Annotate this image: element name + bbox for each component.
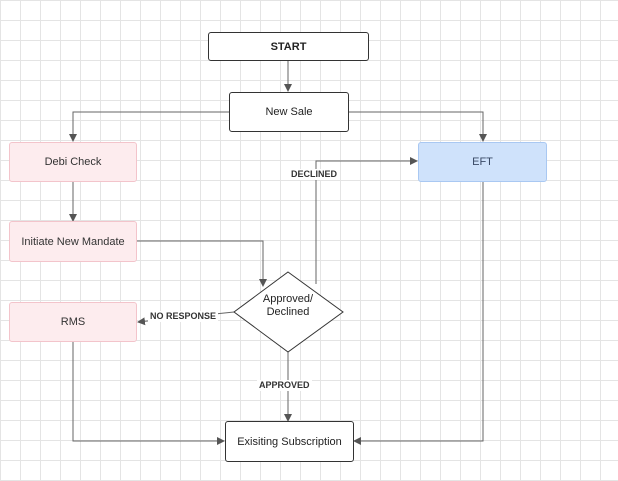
existing-subscription-node[interactable]: Exisiting Subscription	[225, 421, 354, 462]
decision-label: Approved/ Declined	[262, 293, 314, 318]
new-sale-node[interactable]: New Sale	[229, 92, 349, 132]
edge-mandate-to-decision	[137, 240, 267, 287]
rms-node[interactable]: RMS	[9, 302, 137, 342]
approved-label: APPROVED	[257, 380, 312, 391]
edge-decision-to-eft	[315, 157, 418, 284]
debi-check-node[interactable]: Debi Check	[9, 142, 137, 182]
initiate-new-mandate-node[interactable]: Initiate New Mandate	[9, 221, 137, 262]
decision-diamond[interactable]	[233, 271, 344, 353]
eft-node[interactable]: EFT	[418, 142, 547, 182]
edge-new-sale-to-debi-check	[69, 111, 229, 142]
declined-label: DECLINED	[289, 169, 340, 180]
start-node[interactable]: START	[208, 32, 369, 61]
no-response-label: NO RESPONSE	[148, 311, 219, 322]
edge-rms-to-subscription	[72, 342, 225, 445]
edge-eft-to-subscription	[353, 182, 484, 445]
edge-new-sale-to-eft	[348, 111, 487, 142]
